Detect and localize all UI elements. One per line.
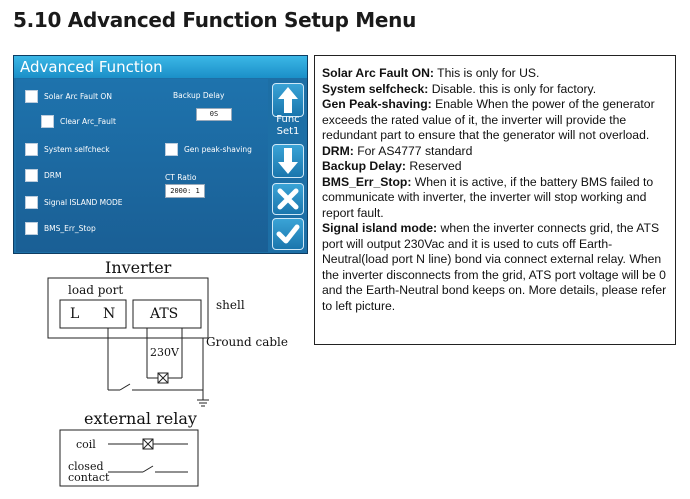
load-port-label: load port [68,283,124,297]
solar-arc-fault-option[interactable]: Solar Arc Fault ON [25,90,112,103]
contact-label: contact [68,471,110,484]
page-heading: 5.10 Advanced Function Setup Menu [13,8,417,32]
desc-drm: DRM: For AS4777 standard [322,143,473,158]
ground-cable-label: Ground cable [206,335,288,349]
panel-body: Solar Arc Fault ON Clear Arc_Fault Syste… [16,79,268,252]
arrow-down-icon [278,148,298,174]
solar-arc-fault-checkbox[interactable] [25,90,38,103]
backup-delay-label: Backup Delay [173,91,225,100]
bms-err-stop-label: BMS_Err_Stop [44,224,96,233]
clear-arc-fault-checkbox[interactable] [41,115,54,128]
gen-peak-shaving-label: Gen peak-shaving [184,145,252,154]
func-set-button[interactable]: Func Set1 [272,114,304,140]
desc-solar-arc-fault: Solar Arc Fault ON: This is only for US. [322,66,540,80]
desc-gen-peak-shaving: Gen Peak-shaving: Enable When the power … [322,97,655,142]
ct-ratio-field[interactable]: 2000: 1 [165,184,205,198]
close-icon [277,188,299,210]
func-set-line1: Func [276,114,300,125]
advanced-function-panel: Advanced Function Solar Arc Fault ON Cle… [13,55,308,254]
shell-label: shell [216,298,245,312]
clear-arc-fault-label: Clear Arc_Fault [60,117,116,126]
signal-island-mode-label: Signal ISLAND MODE [44,198,123,207]
scroll-up-button[interactable] [272,83,304,117]
system-selfcheck-option[interactable]: System selfcheck [25,143,110,156]
signal-island-mode-checkbox[interactable] [25,196,38,209]
desc-system-selfcheck: System selfcheck: Disable. this is only … [322,81,597,96]
bms-err-stop-checkbox[interactable] [25,222,38,235]
backup-delay-field[interactable]: 0S [196,108,232,121]
arrow-up-icon [278,87,298,113]
bms-err-stop-option[interactable]: BMS_Err_Stop [25,222,96,235]
gen-peak-shaving-option[interactable]: Gen peak-shaving [165,143,252,156]
closed-contact-label: closed contact [68,461,109,483]
system-selfcheck-label: System selfcheck [44,145,110,154]
clear-arc-fault-option[interactable]: Clear Arc_Fault [41,115,116,128]
desc-signal-island-mode: Signal island mode: when the inverter co… [322,221,667,313]
confirm-button[interactable] [272,218,304,250]
panel-title: Advanced Function [14,56,307,78]
solar-arc-fault-label: Solar Arc Fault ON [44,92,112,101]
coil-label: coil [76,438,96,451]
signal-island-mode-option[interactable]: Signal ISLAND MODE [25,196,123,209]
voltage-label: 230V [150,346,179,359]
system-selfcheck-checkbox[interactable] [25,143,38,156]
inverter-title: Inverter [105,258,172,277]
closed-label: closed [68,460,104,473]
drm-checkbox[interactable] [25,169,38,182]
ats-terminal-label: ATS [150,306,179,322]
n-terminal-label: N [103,306,116,322]
gen-peak-shaving-checkbox[interactable] [165,143,178,156]
desc-bms-err-stop: BMS_Err_Stop: When it is active, if the … [322,174,654,220]
scroll-down-button[interactable] [272,144,304,178]
cancel-button[interactable] [272,183,304,215]
drm-label: DRM [44,171,62,180]
description-box: Solar Arc Fault ON: This is only for US.… [314,55,676,345]
checkmark-icon [276,224,300,244]
external-relay-title: external relay [84,409,197,428]
l-terminal-label: L [70,306,80,322]
func-set-line2: Set1 [276,126,300,137]
drm-option[interactable]: DRM [25,169,61,182]
desc-backup-delay: Backup Delay: Reserved [322,159,462,173]
ct-ratio-label: CT Ratio [165,173,197,182]
